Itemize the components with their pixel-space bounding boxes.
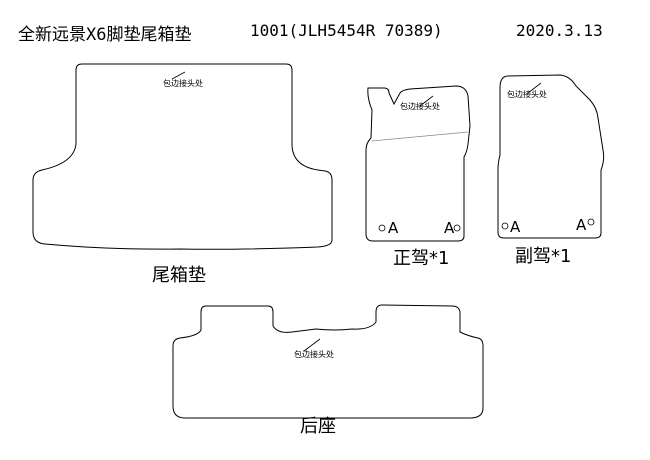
passenger-mat-label: 副驾*1 <box>515 246 572 267</box>
driver-join-mark <box>419 95 434 107</box>
rear-mat-outline <box>172 304 484 419</box>
rear-mat: 包边接头处 <box>172 304 484 419</box>
driver-marker-left: A <box>388 219 399 237</box>
rear-join-note: 包边接头处 <box>294 349 334 359</box>
drawing-date: 2020.3.13 <box>516 21 603 40</box>
driver-hole-right <box>453 224 461 232</box>
passenger-marker-left: A <box>510 218 521 236</box>
drawing-title: 全新远景X6脚垫尾箱垫 <box>18 25 192 45</box>
trunk-mat-outline <box>32 63 333 250</box>
passenger-hole-right <box>587 218 595 226</box>
driver-mat-outline <box>365 85 471 242</box>
header: 全新远景X6脚垫尾箱垫 1001(JLH5454R 70389) 2020.3.… <box>18 20 638 45</box>
part-code: 1001(JLH5454R 70389) <box>250 21 443 40</box>
passenger-join-mark <box>527 82 542 94</box>
driver-hole-left <box>378 224 386 232</box>
trunk-join-note: 包边接头处 <box>163 78 203 88</box>
driver-heel-seam <box>371 131 469 142</box>
driver-mat-label: 正驾*1 <box>393 248 450 269</box>
trunk-mat: 包边接头处 <box>32 63 333 250</box>
rear-mat-label: 后座 <box>300 416 336 437</box>
trunk-mat-label: 尾箱垫 <box>152 265 206 286</box>
passenger-hole-left <box>501 222 509 230</box>
driver-mat: 包边接头处 A A <box>365 85 471 242</box>
driver-join-note: 包边接头处 <box>400 101 440 111</box>
passenger-marker-right: A <box>576 216 587 234</box>
passenger-mat: 包边接头处 A A <box>497 74 605 239</box>
passenger-join-note: 包边接头处 <box>507 89 547 99</box>
trunk-join-mark <box>171 71 186 80</box>
driver-marker-right: A <box>444 219 455 237</box>
passenger-mat-outline <box>497 74 605 239</box>
rear-join-mark <box>303 338 321 352</box>
